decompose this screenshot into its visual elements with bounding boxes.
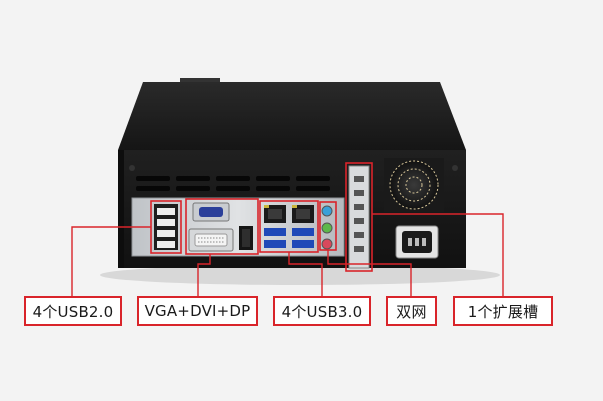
fan-grill	[384, 158, 444, 212]
callout-leader-lines	[71, 213, 504, 296]
vent-slots	[136, 176, 330, 191]
power-inlet	[395, 225, 439, 259]
usb3-ports	[264, 228, 314, 248]
usb2-ports	[154, 204, 178, 250]
vga-port	[192, 202, 230, 222]
floor-shadow	[100, 265, 500, 285]
label-video-outputs: VGA+DVI+DP	[137, 296, 258, 326]
audio-jacks	[321, 205, 333, 250]
dvi-port	[188, 228, 234, 252]
label-usb2: 4个USB2.0	[24, 296, 122, 326]
screw	[452, 165, 458, 171]
label-dual-lan: 双网	[386, 296, 437, 326]
displayport	[239, 226, 253, 250]
screw	[129, 165, 135, 171]
label-usb3: 4个USB3.0	[273, 296, 371, 326]
chassis-top-lip	[180, 78, 220, 82]
expansion-slot	[348, 165, 370, 269]
chassis-left-edge	[118, 150, 124, 268]
chassis-top	[118, 82, 466, 150]
label-expansion-slot: 1个扩展槽	[453, 296, 553, 326]
lan-ports	[264, 205, 314, 223]
